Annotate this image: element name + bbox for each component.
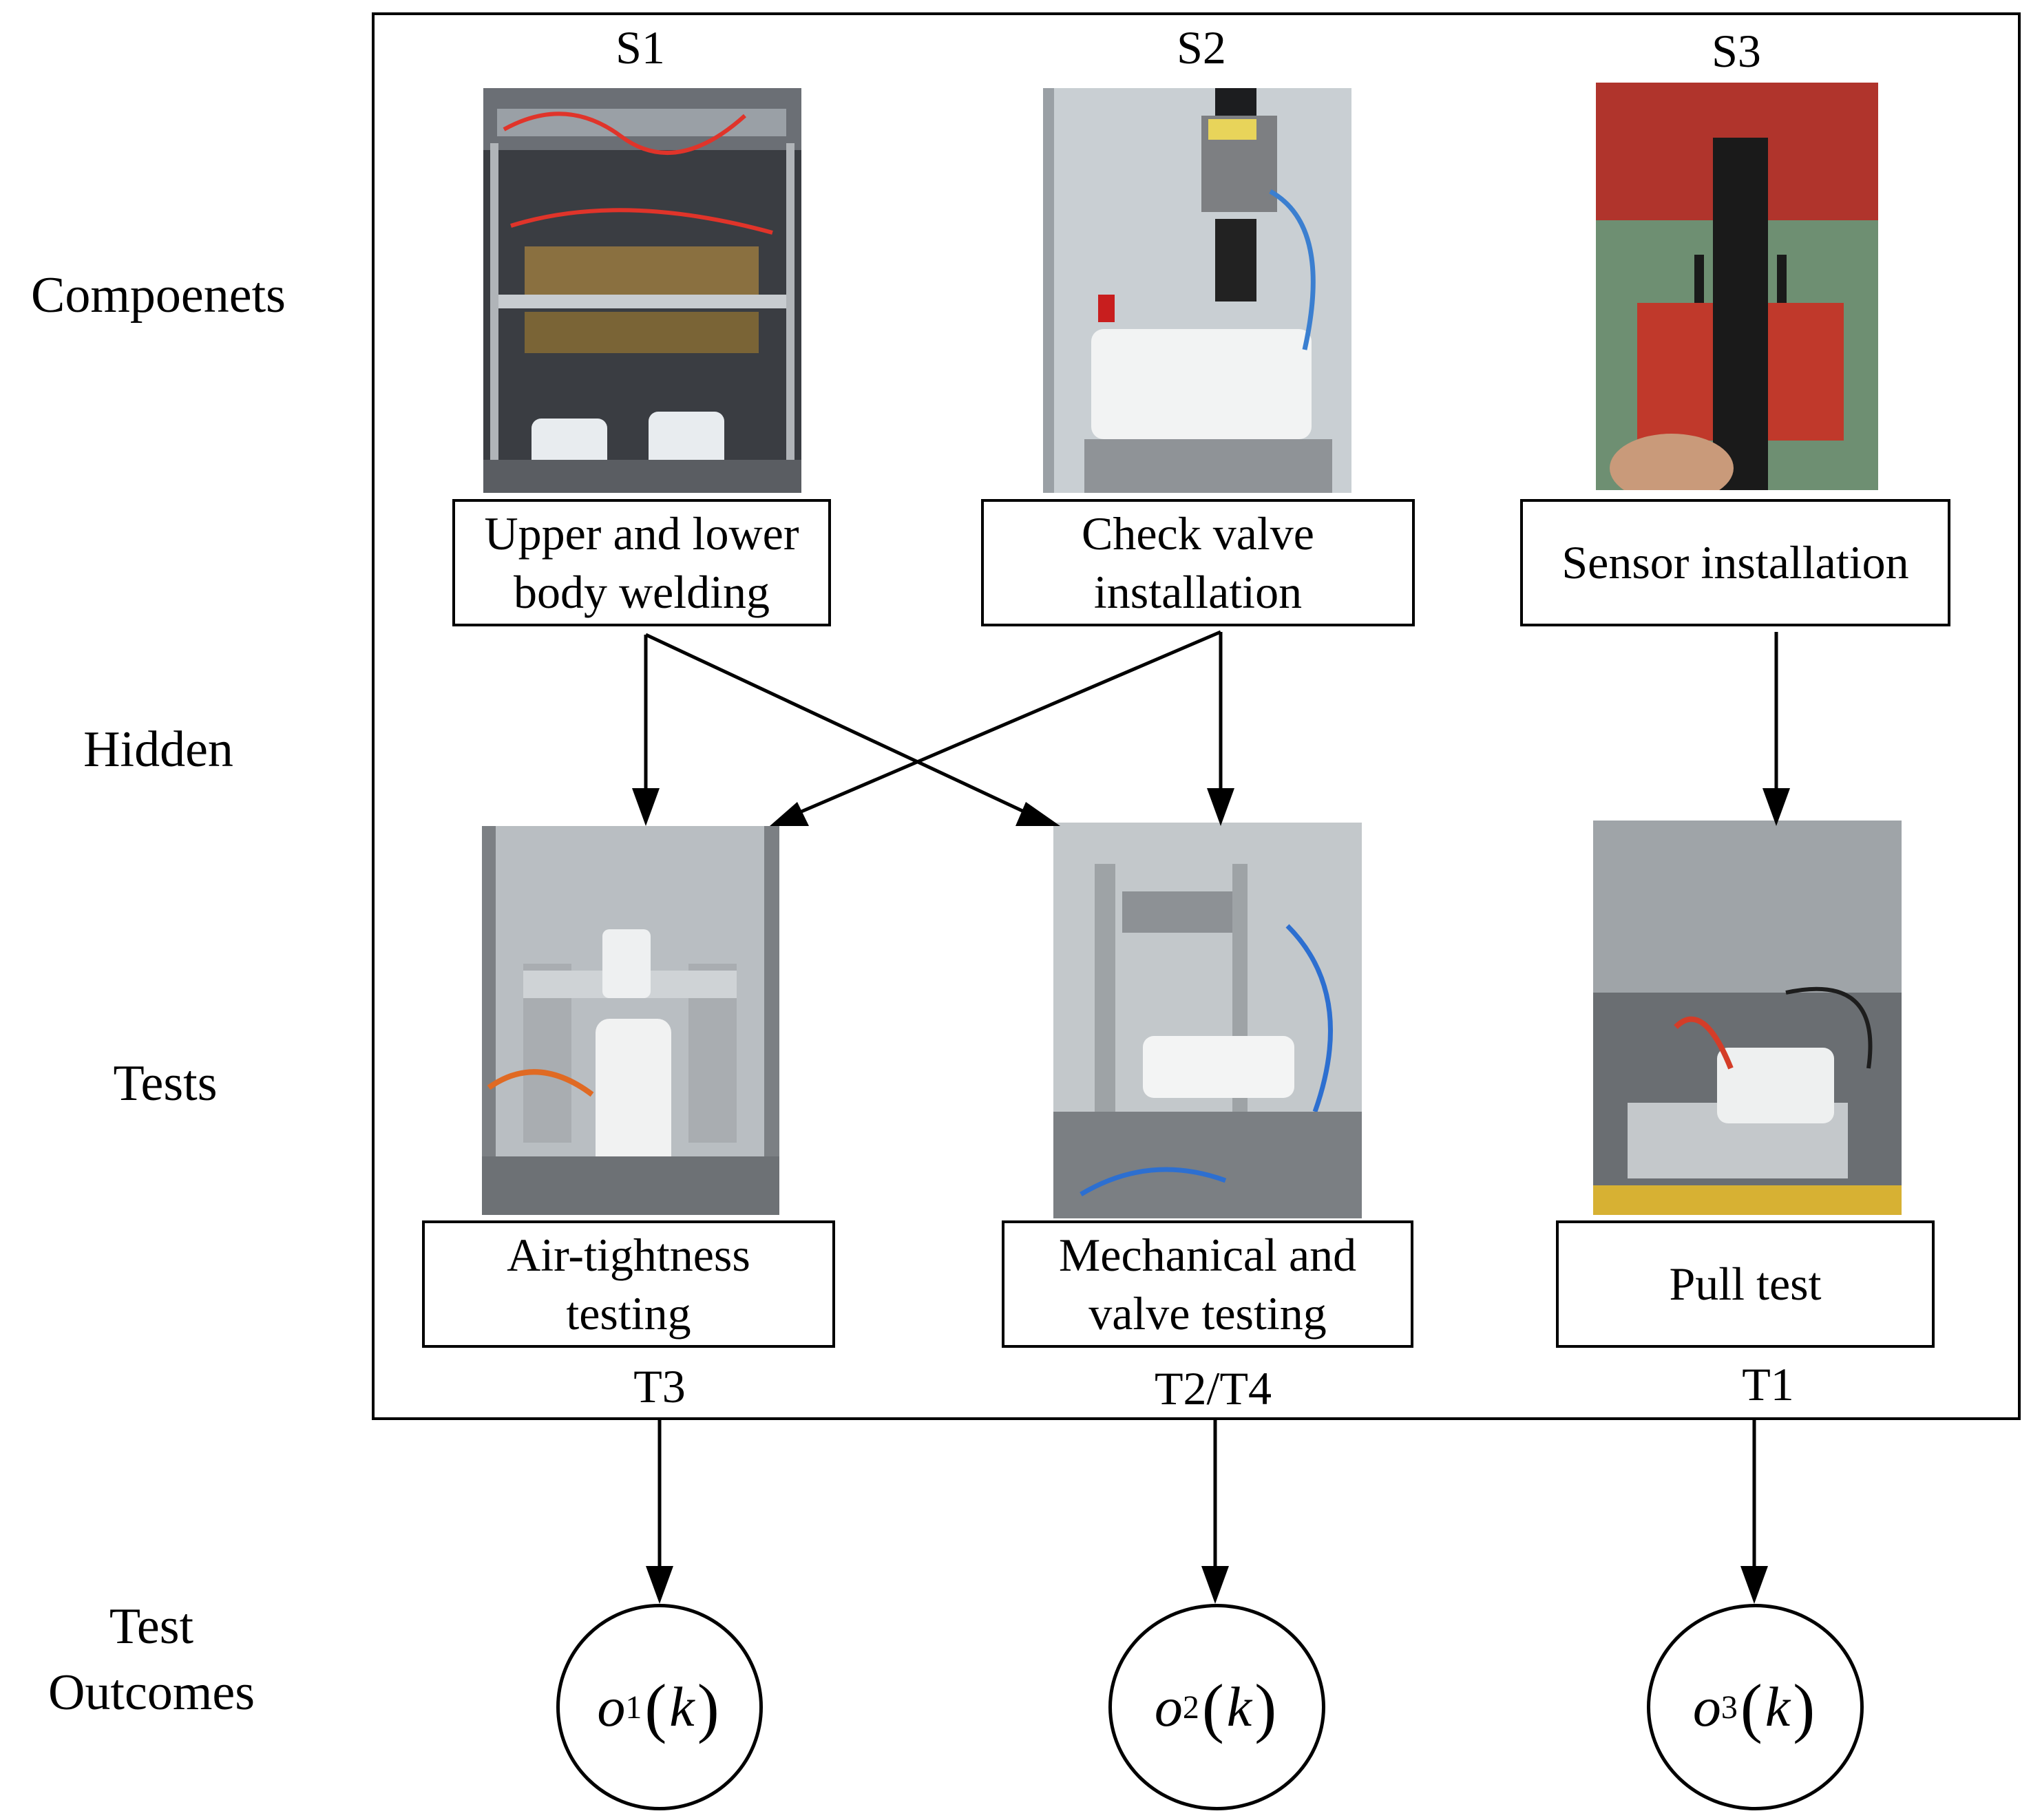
- box-check-valve-installation: Check valve installation: [981, 499, 1415, 626]
- test-id-t3: T3: [633, 1360, 686, 1412]
- arrowhead-s3-t1: [1762, 788, 1790, 826]
- arrowhead-t1-o3: [1740, 1566, 1768, 1604]
- arrowhead-s1-t3: [632, 788, 660, 826]
- outcome-o1-var: o: [597, 1675, 626, 1738]
- arrowhead-s1-t2t4: [1016, 802, 1060, 826]
- test-id-t2-t4: T2/T4: [1155, 1362, 1272, 1415]
- station-s3-label: S3: [1712, 25, 1761, 77]
- photo-pull-test: [1593, 821, 1902, 1215]
- outcome-o3-arg: k: [1765, 1675, 1791, 1738]
- box-pull-test: Pull test: [1556, 1220, 1935, 1348]
- box-upper-lower-body-welding: Upper and lower body welding: [452, 499, 831, 626]
- arrow-s2-to-t3: [791, 630, 1221, 818]
- system-frame: [372, 12, 2021, 1420]
- box-mechanical-valve-testing: Mechanical and valve testing: [1002, 1220, 1413, 1348]
- box-air-tightness-testing: Air-tightness testing: [422, 1220, 835, 1348]
- outcome-o1-sub: 1: [625, 1689, 642, 1726]
- arrowhead-s2-t2t4: [1207, 788, 1234, 826]
- row-label-hidden: Hidden: [83, 721, 233, 778]
- arrowhead-t2t4-o2: [1201, 1566, 1229, 1604]
- row-label-outcomes: Test Outcomes: [48, 1598, 255, 1722]
- outcome-o2-var: o: [1154, 1675, 1183, 1738]
- arrowhead-s2-t3: [770, 802, 809, 826]
- arrow-s1-to-t2t4: [644, 633, 1034, 818]
- station-s2-label: S2: [1177, 21, 1226, 74]
- photo-air-tightness-test: [482, 826, 779, 1215]
- outcome-o1-arg: k: [669, 1675, 695, 1738]
- photo-sensor-part: [1596, 83, 1878, 490]
- arrowhead-t3-o1: [646, 1566, 673, 1604]
- station-s1-label: S1: [615, 21, 665, 74]
- outcome-o2-sub: 2: [1182, 1689, 1199, 1726]
- test-id-t1: T1: [1742, 1358, 1794, 1410]
- box-sensor-installation: Sensor installation: [1520, 499, 1950, 626]
- photo-mechanical-valve-test: [1053, 823, 1362, 1218]
- row-label-components: Compoenets: [31, 267, 286, 324]
- photo-welding-station: [483, 88, 801, 493]
- outcome-o2-arg: k: [1226, 1675, 1252, 1738]
- photo-check-valve-station: [1043, 88, 1351, 493]
- outcome-o3-var: o: [1692, 1675, 1721, 1738]
- row-label-tests: Tests: [113, 1055, 218, 1112]
- outcome-o3-sub: 3: [1720, 1689, 1738, 1726]
